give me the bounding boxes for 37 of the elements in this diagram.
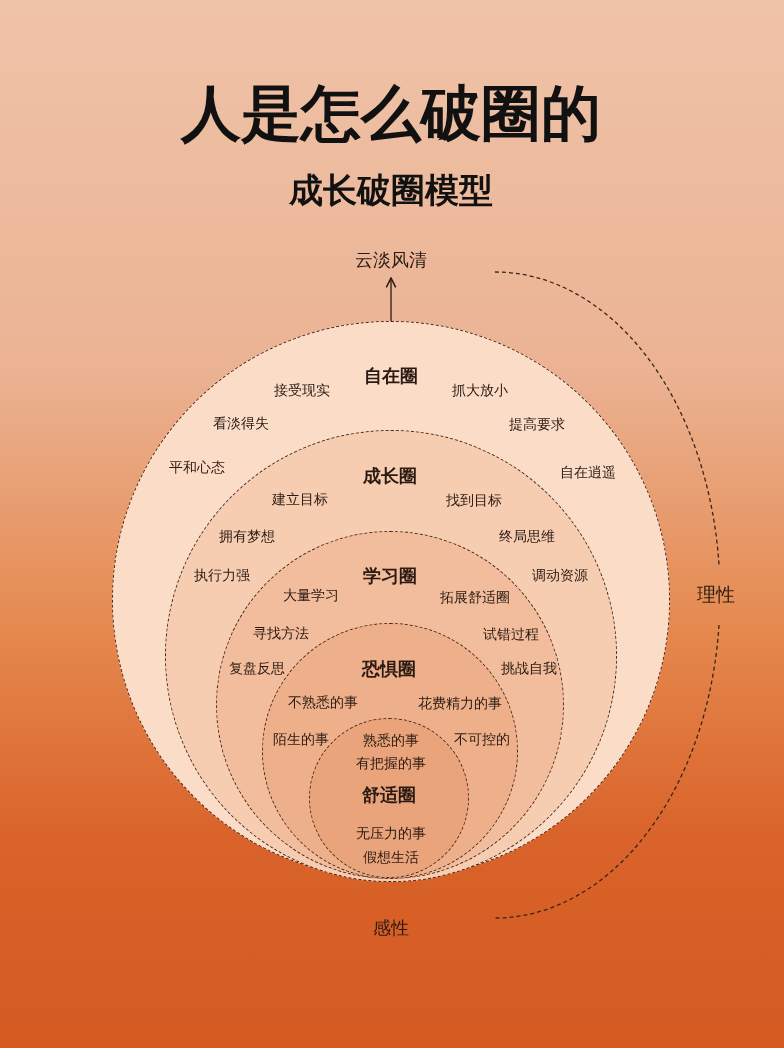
circle-title: 成长圈: [363, 465, 417, 487]
ring-item-label: 提高要求: [509, 415, 565, 433]
circle-title: 自在圈: [363, 364, 418, 387]
ring-item-label: 挑战自我: [501, 659, 557, 677]
ring-item-label: 有把握的事: [356, 754, 426, 772]
circle-title: 舒适圈: [361, 783, 416, 806]
title: 人是怎么破圈的: [181, 77, 601, 149]
ring-item-label: 看淡得失: [213, 414, 269, 432]
subtitle: 成长破圈模型: [289, 169, 493, 211]
arrow: [385, 277, 397, 322]
ring-item-label: 找到目标: [446, 491, 502, 509]
ring-item-label: 调动资源: [532, 566, 588, 584]
ring-item-label: 抓大放小: [452, 381, 508, 399]
ring-item-label: 平和心态: [169, 458, 225, 476]
ring-item-label: 拓展舒适圈: [440, 588, 510, 606]
ring-item-label: 执行力强: [194, 566, 250, 584]
ring-item-label: 陌生的事: [273, 730, 329, 748]
ring-item-label: 大量学习: [283, 586, 339, 604]
ring-item-label: 接受现实: [274, 381, 330, 399]
ring-item-label: 拥有梦想: [219, 527, 275, 545]
ring-item-label: 建立目标: [272, 490, 328, 508]
ring-item-label: 复盘反思: [229, 659, 285, 677]
ring-item-label: 寻找方法: [253, 624, 309, 642]
ring-item-label: 终局思维: [499, 527, 555, 545]
circle-title: 学习圈: [362, 564, 417, 587]
ring-item-label: 熟悉的事: [363, 731, 419, 749]
ring-item-label: 自在逍遥: [560, 463, 616, 481]
axis-label: 感性: [373, 917, 409, 939]
axis-label: 理性: [697, 582, 735, 606]
ring-item-label: 试错过程: [483, 625, 539, 643]
circle-title: 恐惧圈: [362, 658, 416, 680]
ring-item-label: 不熟悉的事: [288, 693, 358, 711]
ring-item-label: 不可控的: [454, 730, 510, 748]
goal-label: 云淡风清: [355, 249, 427, 271]
ring-item-label: 假想生活: [363, 848, 419, 866]
ring-item-label: 无压力的事: [356, 824, 426, 842]
ring-item-label: 花费精力的事: [418, 694, 502, 712]
